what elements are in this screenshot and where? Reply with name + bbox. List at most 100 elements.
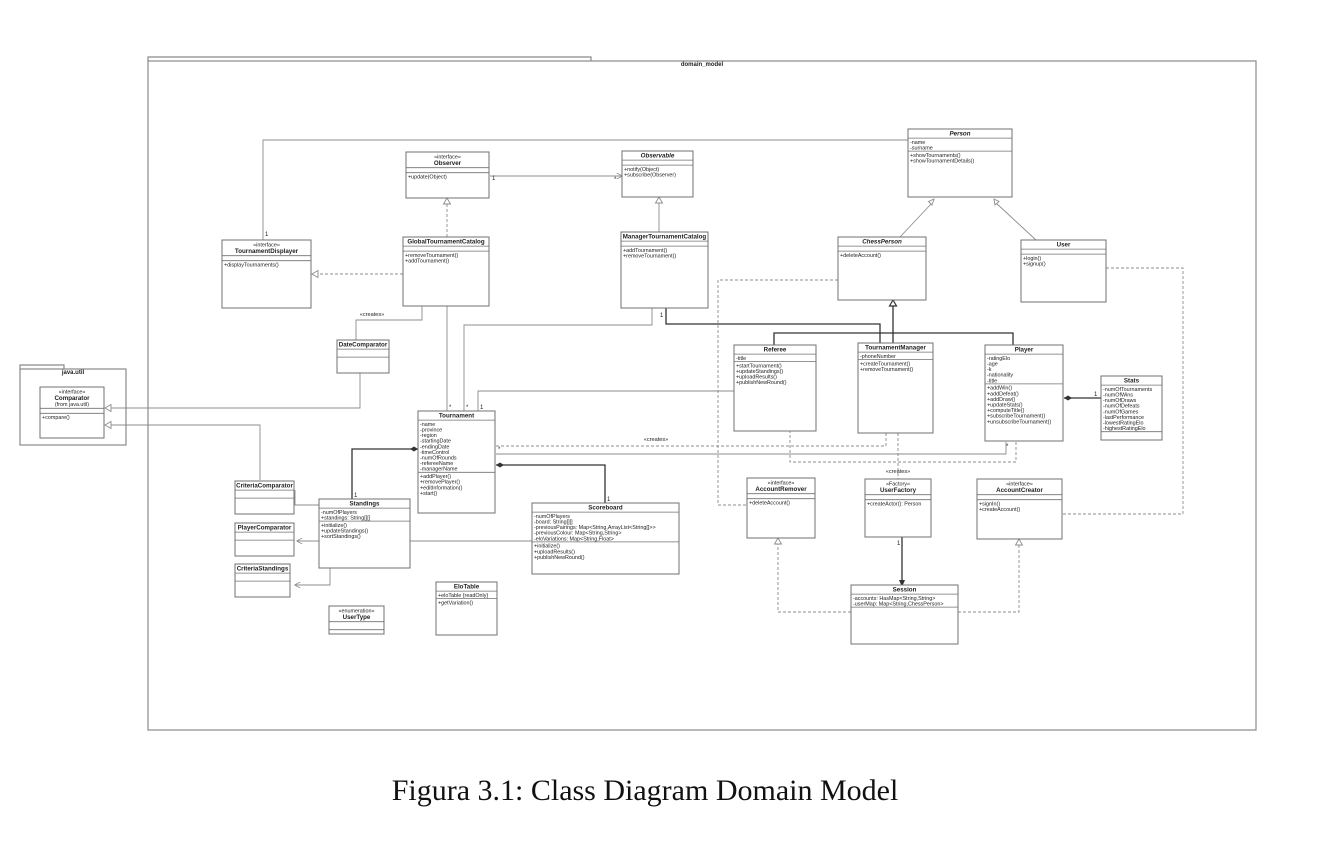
class-box-observer: [405, 151, 490, 199]
class-attribute: -board: String[][]: [534, 520, 573, 526]
class-box-scoreboard: [531, 502, 680, 575]
class-attribute: -startingDate: [420, 439, 451, 445]
mult-observer-1: 1: [492, 176, 496, 182]
class-name: Person: [950, 131, 971, 138]
class-chess-person: ChessPerson+deleteAccount(): [837, 236, 927, 301]
class-box-account-remover: [746, 477, 816, 539]
class-attribute: -title: [987, 378, 997, 384]
class-attribute: -numOfWins: [1103, 393, 1133, 399]
class-name: Observer: [434, 160, 462, 167]
edge-managercatalog-tournament: [463, 307, 653, 411]
class-name: ChessPerson: [862, 239, 902, 246]
class-attribute: -previousPairings: Map<String,ArrayList<…: [534, 525, 656, 531]
class-user: User+login()+signup(): [1020, 239, 1107, 303]
class-attribute: -managerName: [420, 467, 457, 473]
class-box-criteria-comparator: [234, 480, 295, 515]
mult-scoreboard: 1: [607, 497, 611, 503]
class-box-chess-person: [837, 236, 927, 301]
class-name: Session: [893, 587, 917, 594]
class-attribute: -age: [987, 362, 998, 368]
edge-user-person: [995, 202, 1037, 241]
edge-criteriacomparator-comparator: [111, 424, 261, 480]
class-attribute: -eloVariations: Map<String,Float>: [534, 536, 614, 542]
class-method: +sortStandings(): [321, 534, 361, 540]
class-attribute: -endingDate: [420, 444, 449, 450]
class-attribute: -userMap: Map<String,ChessPerson>: [853, 602, 944, 608]
class-stereotype: «interface»: [768, 481, 795, 487]
class-attribute: -lastPerformance: [1103, 415, 1144, 421]
class-method: +addDraw(): [987, 397, 1016, 403]
class-name: ManagerTournamentCatalog: [623, 234, 707, 241]
class-method: +compare(): [42, 415, 70, 421]
edge-referee-tournament: [477, 390, 734, 411]
class-attribute: -highestRatingElo: [1103, 426, 1146, 432]
class-box-global-catalog: [402, 236, 490, 307]
class-player: Player-ratingElo-age-k-nationality-title…: [984, 344, 1064, 442]
class-attribute: -ratingElo: [987, 356, 1010, 362]
edge-labels: «creates» «creates» «creates» 1 1 * * 1 …: [265, 176, 1098, 547]
class-method: +signIn(): [979, 502, 1000, 508]
package-java-util-title: java.util: [61, 370, 85, 376]
class-method: +computeTitle(): [987, 408, 1025, 414]
package-domain-model: domain_model: [147, 56, 1257, 731]
class-box-tournament: [417, 410, 496, 514]
class-attribute: -refereeName: [420, 461, 453, 467]
mult-observable-star: *: [614, 177, 617, 183]
edge-chessperson-person: [899, 202, 933, 238]
class-method: +initialize(): [321, 523, 347, 529]
class-name: UserFactory: [880, 487, 917, 494]
mult-manager-catalog: 1: [660, 313, 664, 319]
class-attribute: -previousColour: Map<String,String>: [534, 531, 622, 537]
class-criteria-standings: CriteriaStandings: [234, 563, 291, 598]
class-referee: Referee-title+startTournament()+updateSt…: [733, 344, 817, 432]
mult-displayer-person: 1: [265, 232, 269, 238]
mult-stats: 1: [1094, 392, 1098, 398]
class-attribute: -numOfPlayers: [534, 514, 570, 520]
class-stats: Stats-numOfTournaments-numOfWins-numOfDr…: [1100, 375, 1163, 441]
edge-displayer-person: [262, 139, 908, 240]
class-box-player: [984, 344, 1064, 442]
class-name: Standings: [350, 501, 380, 508]
class-method: +subscribe(Observer): [624, 173, 676, 179]
class-attribute: -title: [736, 356, 746, 362]
class-name: UserType: [343, 614, 371, 621]
edge-session-accountcreator: [958, 545, 1020, 613]
class-attribute: -province: [420, 428, 442, 434]
class-attribute: -accounts: HasMap<String,String>: [853, 596, 935, 602]
class-method: +displayTournaments(): [224, 263, 279, 269]
class-user-type: «enumeration»UserType: [328, 605, 385, 635]
label-creates-date: «creates»: [360, 312, 385, 318]
edge-user-accountcreator: [1062, 267, 1184, 515]
class-person: Person-name-surname+showTournaments()+sh…: [907, 128, 1013, 198]
class-method: +notify(Object): [624, 167, 659, 173]
class-method: +showTournaments(): [910, 153, 961, 159]
edge-standings-criteriastandings: [295, 568, 331, 585]
edge-tournament-player: [496, 442, 1007, 455]
figure-caption: Figura 3.1: Class Diagram Domain Model: [391, 774, 899, 807]
class-attribute: -numOfGames: [1103, 409, 1139, 415]
mult-tournament-referee: *: [498, 447, 501, 453]
edge-global-datecomparator: [355, 305, 423, 340]
class-name: DateComparator: [339, 342, 388, 349]
class-method: +updateStandings(): [736, 369, 783, 375]
class-method: +removeTournament(): [860, 367, 913, 373]
class-box-manager-catalog: [620, 231, 709, 309]
mult-tournament-1: 1: [480, 405, 484, 411]
class-name: TournamentManager: [865, 345, 926, 352]
class-box-account-creator: [976, 478, 1063, 540]
class-attribute: -region: [420, 433, 437, 439]
edge-factory-creates: [789, 430, 1017, 463]
package-domain-model-title: domain_model: [681, 62, 724, 68]
class-box-stats: [1100, 375, 1163, 441]
class-method: +updateStats(): [987, 403, 1023, 409]
class-name: Comparator: [54, 395, 90, 402]
class-box-person: [907, 128, 1013, 198]
class-user-factory: «Factory»UserFactory+createActor(): Pers…: [864, 478, 932, 538]
class-name: Referee: [764, 347, 787, 354]
class-method: +initialize(): [534, 544, 560, 550]
class-name: CriteriaComparator: [236, 483, 293, 490]
class-method: +addWin(): [987, 386, 1012, 392]
class-name: Observable: [641, 153, 675, 160]
class-method: +uploadResults(): [534, 549, 575, 555]
class-stereotype: «enumeration»: [339, 609, 375, 615]
